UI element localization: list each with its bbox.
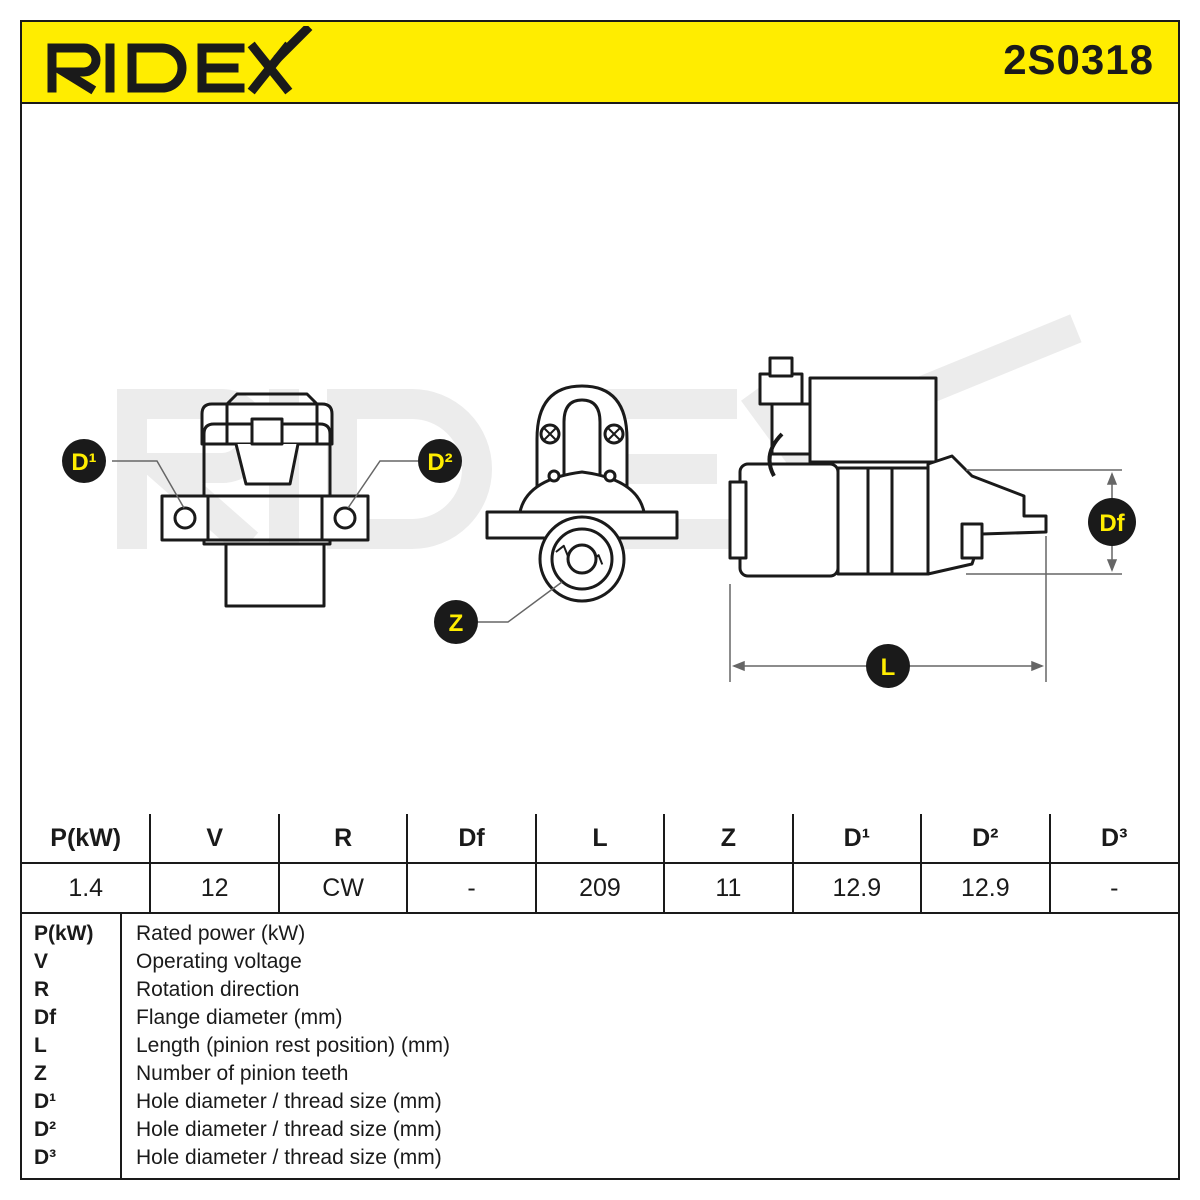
spec-header-cell: Df	[406, 814, 537, 864]
legend-description: Rated power (kW)	[136, 922, 306, 945]
legend-row: D¹ Hole diameter / thread size (mm)	[22, 1090, 1178, 1118]
terminal-block	[234, 443, 300, 486]
legend-row: Z Number of pinion teeth	[22, 1062, 1178, 1090]
spec-header-cell: D¹	[791, 814, 923, 864]
pinion	[960, 522, 984, 560]
header-bar: 2S0318	[22, 22, 1178, 104]
spec-header-cell: L	[534, 814, 666, 864]
legend-description: Hole diameter / thread size (mm)	[136, 1118, 442, 1141]
legend-key: D³	[34, 1146, 57, 1169]
ridex-logo	[47, 26, 313, 95]
legend-description: Flange diameter (mm)	[136, 1006, 343, 1029]
legend-row: R Rotation direction	[22, 978, 1178, 1006]
spec-header-cell: P(kW)	[22, 814, 152, 864]
legend-key: Df	[34, 1006, 57, 1029]
lead-wire	[767, 432, 784, 477]
spec-header-cell: D²	[920, 814, 1051, 864]
d1-leader	[112, 460, 185, 509]
legend-key: V	[34, 950, 49, 973]
part-number: 2S0318	[1003, 36, 1154, 83]
legend-key: D¹	[34, 1090, 57, 1113]
flange-shoulder	[518, 470, 646, 514]
technical-drawing: D¹ D² Z Df L	[22, 104, 1178, 816]
legend-row: L Length (pinion rest position) (mm)	[22, 1034, 1178, 1062]
legend-description: Hole diameter / thread size (mm)	[136, 1146, 442, 1169]
legend-row: D² Hole diameter / thread size (mm)	[22, 1118, 1178, 1146]
legend-description: Rotation direction	[136, 978, 300, 1001]
spec-value-cell: 1.4	[22, 862, 152, 914]
legend-description: Hole diameter / thread size (mm)	[136, 1090, 442, 1113]
legend-row: Df Flange diameter (mm)	[22, 1006, 1178, 1034]
spec-header-cell: V	[149, 814, 280, 864]
spec-header-cell: R	[277, 814, 409, 864]
nose-flange	[926, 454, 1048, 576]
legend-key: D²	[34, 1118, 57, 1141]
legend-key: Z	[34, 1062, 47, 1085]
legend-row: P(kW) Rated power (kW)	[22, 922, 1178, 950]
z-label: Z	[449, 610, 464, 637]
legend-description: Number of pinion teeth	[136, 1062, 349, 1085]
spec-header-cell: Z	[663, 814, 794, 864]
legend-divider	[120, 914, 122, 1178]
drive-housing	[836, 466, 930, 576]
spec-value-cell: 11	[663, 862, 794, 914]
motor-yoke	[738, 462, 840, 578]
rear-housing	[224, 542, 326, 608]
spec-value-cell: 12.9	[791, 862, 923, 914]
d2-label: D²	[427, 449, 452, 476]
spec-header-cell: D³	[1048, 814, 1178, 864]
legend-row: D³ Hole diameter / thread size (mm)	[22, 1146, 1178, 1174]
terminal-post	[770, 402, 812, 456]
end-cap	[728, 480, 748, 560]
starter-motor-drawing: D¹ D² Z Df L	[62, 314, 1136, 688]
d2-leader	[347, 460, 418, 509]
z-leader	[478, 581, 563, 623]
terminal-cap	[250, 417, 284, 446]
spec-value-cell: CW	[277, 862, 409, 914]
d1-hole	[173, 506, 197, 530]
bolt-b	[603, 469, 617, 483]
spec-value-cell: 12	[149, 862, 280, 914]
side-view	[728, 356, 1048, 578]
product-sheet: 2S0318	[20, 20, 1180, 1180]
rear-body-arch	[225, 392, 319, 444]
spec-value-cell: 209	[534, 862, 666, 914]
d1-label: D¹	[71, 449, 96, 476]
spec-value-cell: -	[406, 862, 537, 914]
legend-description: Length (pinion rest position) (mm)	[136, 1034, 450, 1057]
legend-key: L	[34, 1034, 47, 1057]
legend-key: P(kW)	[34, 922, 94, 945]
terminal-nut	[768, 356, 794, 378]
bolt-a	[547, 469, 561, 483]
solenoid	[808, 376, 938, 464]
end-view	[485, 384, 679, 603]
spec-value-cell: -	[1048, 862, 1178, 914]
rear-outline	[202, 422, 332, 546]
dimension-labels: D¹ D² Z Df L	[62, 439, 1136, 688]
spec-value-cell: 12.9	[920, 862, 1051, 914]
df-label: Df	[1099, 510, 1125, 537]
legend-description: Operating voltage	[136, 950, 302, 973]
front-view	[160, 392, 370, 608]
l-label: L	[881, 654, 896, 681]
terminal-bolt	[758, 372, 804, 406]
legend-row: V Operating voltage	[22, 950, 1178, 978]
legend-key: R	[34, 978, 50, 1001]
d2-hole	[333, 506, 357, 530]
